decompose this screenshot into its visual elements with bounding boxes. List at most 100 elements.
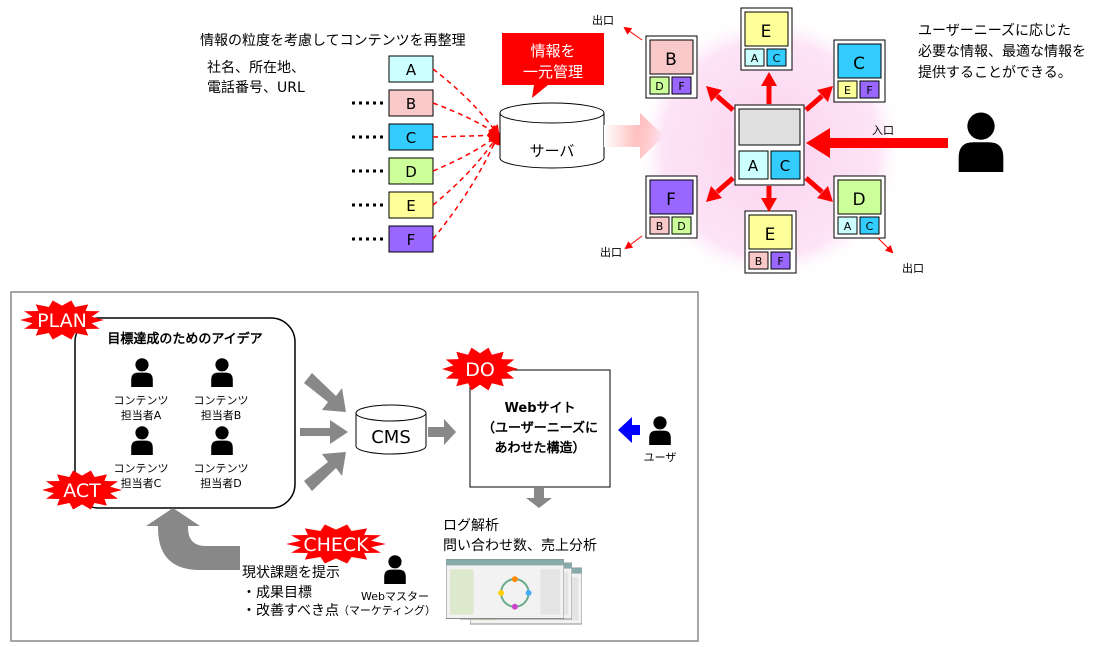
webmaster-line1: Webマスター [361, 590, 429, 603]
satellite-sub-label: D [677, 220, 685, 233]
end-user-icon [958, 112, 1004, 172]
hub-tile-c: C [780, 157, 790, 175]
issues-line2: ・成果目標 [242, 585, 312, 601]
satellite-main-label: B [665, 50, 677, 70]
satellite-sub-label: C [866, 220, 874, 233]
block-label: C [406, 129, 416, 147]
owner-d-line1: コンテンツ [194, 462, 249, 475]
check-to-act-arrow [146, 508, 240, 570]
plan-burst: PLAN [20, 300, 104, 340]
owner-b-line1: コンテンツ [194, 394, 249, 407]
satellite-main-label: E [761, 22, 772, 42]
pdca-bursts: PLAN ACT DO CHECK [20, 300, 518, 564]
satellite-main-label: E [765, 225, 776, 245]
idea-box [74, 317, 296, 509]
satellite-e: EA C [740, 7, 793, 71]
act-burst-label: ACT [63, 480, 101, 502]
do-burst: DO [442, 347, 518, 391]
satellite-sub-label: B [656, 220, 664, 233]
exit-label-bottomright: 出口 [902, 261, 924, 275]
check-burst-label: CHECK [303, 534, 369, 556]
user-to-website-arrow [618, 417, 640, 443]
block-label: B [406, 95, 416, 113]
issues-line3: ・改善すべき点 [242, 603, 339, 619]
check-burst: CHECK [286, 524, 386, 564]
satellite-c: CE F [833, 39, 886, 103]
owner-a-line2: 担当者A [121, 408, 162, 422]
reorg-caption: 情報の粒度を考慮してコンテンツを再整理 [200, 33, 466, 49]
satellite-main-label: D [852, 190, 865, 210]
user-text-line2: 必要な情報、最適な情報を [918, 43, 1086, 60]
log-line1: ログ解析 [443, 518, 499, 534]
satellite-main-label: C [853, 54, 865, 74]
do-burst-label: DO [465, 359, 495, 381]
satellite-sub-label: C [773, 52, 781, 65]
webmaster-line2: （マーケティング） [338, 603, 436, 617]
satellite-sub-label: F [866, 84, 872, 97]
website-line2: （ユーザーニーズに [482, 420, 598, 436]
plan-burst-label: PLAN [37, 310, 87, 332]
block-f [388, 225, 434, 253]
block-label: A [406, 61, 417, 79]
website-line3: あわせた構造） [494, 440, 585, 456]
callout-line2: 一元管理 [523, 63, 583, 81]
block-connector [432, 132, 500, 240]
hub-arrows [706, 72, 833, 212]
exit-label-bottomleft: 出口 [600, 245, 622, 259]
exit-label-topleft: 出口 [592, 13, 614, 27]
owner-c-line1: コンテンツ [114, 462, 169, 475]
owner-c-line2: 担当者C [121, 476, 162, 490]
site-user-label: ユーザ [644, 451, 677, 464]
block-connector [432, 133, 501, 172]
block-connector [432, 68, 500, 138]
satellite-sub-label: E [844, 84, 851, 97]
block-connector [432, 132, 500, 206]
satellite-sub-label: F [678, 80, 684, 93]
server: サーバ [499, 102, 605, 169]
owner-d-line2: 担当者D [200, 476, 241, 490]
block-label: D [405, 163, 417, 181]
satellite-sub-label: D [655, 80, 663, 93]
block-a [388, 55, 434, 83]
block-connector [432, 102, 501, 137]
satellite-sub-label: A [844, 220, 852, 233]
website-box [469, 369, 611, 488]
issues-line1: 現状課題を提示 [242, 565, 340, 581]
user-text-line3: 提供することができる。 [918, 65, 1072, 81]
satellite-e: EB F [744, 210, 797, 274]
cms-label: CMS [371, 427, 411, 448]
owner-a-line1: コンテンツ [114, 394, 169, 407]
entrance-arrow [806, 128, 948, 158]
block-d [388, 157, 434, 185]
analytics-screens [446, 558, 582, 626]
user-text-line1: ユーザーニーズに応じた [918, 23, 1071, 39]
block-connector [432, 129, 501, 142]
callout-line1: 情報を [530, 42, 575, 60]
satellite-b: BD F [645, 35, 698, 99]
block-b [388, 89, 434, 117]
block-label: E [406, 197, 415, 215]
log-line2: 問い合わせ数、売上分析 [443, 538, 597, 554]
block-label: F [407, 231, 416, 249]
act-burst: ACT [42, 470, 122, 510]
website-line1: Webサイト [505, 401, 576, 416]
server-label: サーバ [530, 142, 575, 160]
satellite-main-label: F [666, 190, 676, 210]
exit-markers: 出口 出口 出口 [592, 13, 924, 275]
satellite-sub-label: F [777, 255, 783, 268]
central-management-callout: 情報を 一元管理 [502, 33, 604, 98]
satellite-sub-label: A [751, 52, 759, 65]
hub-tile-a: A [748, 157, 759, 175]
attrs-line1: 社名、所在地、 [207, 60, 305, 76]
owner-b-line2: 担当者B [201, 408, 242, 422]
satellite-d: DA C [833, 175, 886, 239]
idea-to-cms-arrows [300, 373, 552, 508]
satellite-sub-label: B [755, 255, 763, 268]
cms-database: CMS [355, 404, 427, 455]
idea-title: 目標達成のためのアイデア [107, 331, 262, 347]
entrance-label: 入口 [872, 124, 894, 137]
